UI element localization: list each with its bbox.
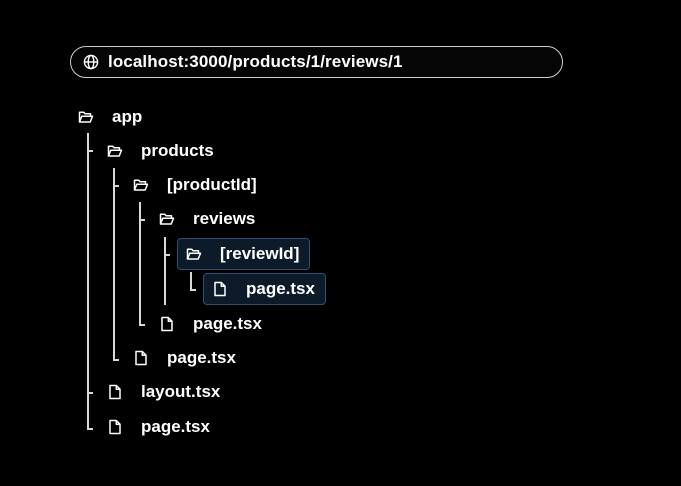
tree-connector (87, 133, 89, 429)
folder-open-icon (133, 177, 149, 193)
file-icon (107, 419, 123, 435)
tree-label: reviews (193, 209, 256, 228)
tree-connector (190, 289, 196, 291)
tree-folder-reviews[interactable]: reviews (159, 206, 255, 232)
file-icon (107, 384, 123, 400)
tree-connector (87, 150, 93, 152)
tree-label: app (112, 107, 143, 126)
file-icon (133, 350, 149, 366)
tree-connector (139, 324, 145, 326)
tree-file-productid-page[interactable]: page.tsx (133, 345, 236, 371)
tree-connector (139, 219, 145, 221)
folder-open-icon (159, 211, 175, 227)
tree-folder-products[interactable]: products (107, 138, 214, 164)
tree-file-app-page[interactable]: page.tsx (107, 414, 210, 440)
tree-connector (190, 272, 192, 290)
tree-label: page.tsx (246, 279, 315, 298)
file-icon (212, 281, 228, 297)
url-text: localhost:3000/products/1/reviews/1 (108, 52, 403, 71)
tree-folder-reviewid[interactable]: [reviewId] (177, 238, 311, 270)
tree-connector (164, 237, 166, 305)
tree-folder-productid[interactable]: [productId] (133, 172, 257, 198)
folder-open-icon (107, 143, 123, 159)
tree-label: page.tsx (141, 417, 210, 436)
tree-connector (87, 428, 93, 430)
tree-label: [reviewId] (220, 244, 300, 263)
tree-label: page.tsx (193, 314, 262, 333)
tree-connector (139, 202, 141, 325)
tree-label: [productId] (167, 175, 257, 194)
tree-connector (113, 185, 119, 187)
tree-folder-app[interactable]: app (78, 104, 142, 130)
tree-label: products (141, 141, 214, 160)
tree-connector (113, 359, 119, 361)
tree-file-layout[interactable]: layout.tsx (107, 379, 220, 405)
tree-label: page.tsx (167, 348, 236, 367)
folder-open-icon (186, 246, 202, 262)
tree-connector (113, 168, 115, 360)
file-icon (159, 316, 175, 332)
tree-connector (87, 392, 93, 394)
folder-open-icon (78, 109, 94, 125)
tree-file-reviews-page[interactable]: page.tsx (159, 311, 262, 337)
tree-connector (164, 254, 170, 256)
globe-icon (83, 54, 99, 70)
tree-label: layout.tsx (141, 382, 221, 401)
tree-file-reviewid-page[interactable]: page.tsx (203, 273, 326, 305)
address-bar[interactable]: localhost:3000/products/1/reviews/1 (70, 46, 563, 78)
